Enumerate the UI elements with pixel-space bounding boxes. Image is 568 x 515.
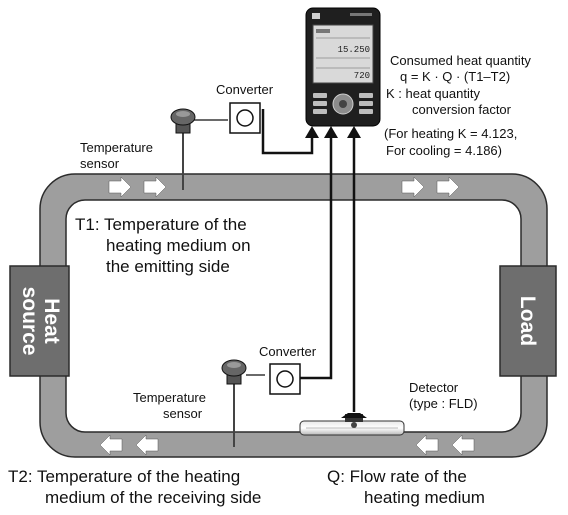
right-arrow-icon: [401, 176, 425, 198]
t2-line1: T2: Temperature of the heating: [8, 467, 240, 486]
sensor-bottom-label-line1: Temperature: [133, 390, 206, 405]
right-arrow-icon: [143, 176, 167, 198]
flow-arrows-top: [108, 176, 460, 198]
t1-line1: T1: Temperature of the: [75, 215, 247, 234]
sensor-top-label-line2: sensor: [80, 156, 120, 171]
converter-bottom-label: Converter: [259, 344, 317, 359]
heat-source-box: Heat source: [9, 265, 70, 377]
detector-label-line1: Detector: [409, 380, 459, 395]
sensor-bottom-label-line2: sensor: [163, 406, 203, 421]
converter-top: Converter: [216, 82, 274, 134]
thermometer-probe-icon: [170, 108, 196, 190]
formula-line3: K : heat quantity: [386, 86, 480, 101]
formula-line1: Consumed heat quantity: [390, 53, 531, 68]
t2-description: T2: Temperature of the heating medium of…: [8, 467, 261, 507]
t1-description: T1: Temperature of the heating medium on…: [75, 215, 251, 276]
q-line1: Q: Flow rate of the: [327, 467, 467, 486]
left-arrow-icon: [415, 434, 439, 456]
q-description: Q: Flow rate of the heating medium: [327, 467, 485, 507]
pipe-loop: [39, 173, 548, 458]
right-arrow-icon: [436, 176, 460, 198]
heat-source-label-line1: Heat: [40, 298, 63, 344]
load-box: Load: [499, 265, 557, 377]
temperature-sensor-top: Temperature sensor: [80, 108, 196, 190]
converter-top-label: Converter: [216, 82, 274, 97]
meter-display-value-1: 15.250: [338, 45, 370, 55]
sensor-top-label-line1: Temperature: [80, 140, 153, 155]
detector-label-line2: (type : FLD): [409, 396, 478, 411]
left-arrow-icon: [99, 434, 123, 456]
signal-cables: [261, 109, 356, 412]
handheld-meter: 15.250 720: [305, 7, 381, 127]
circle-in-square-icon: [269, 363, 301, 395]
formula-line6: For cooling = 4.186): [386, 143, 502, 158]
load-label: Load: [516, 296, 539, 346]
left-arrow-icon: [451, 434, 475, 456]
temperature-sensor-bottom: Temperature sensor: [133, 359, 247, 447]
right-arrow-icon: [108, 176, 132, 198]
heat-source-label-line2: source: [18, 287, 41, 356]
t2-line2: medium of the receiving side: [45, 488, 261, 507]
formula-line2: q = K · Q · (T1–T2): [400, 69, 510, 84]
q-line2: heating medium: [364, 488, 485, 507]
meter-screen: [312, 24, 374, 84]
meter-display-value-2: 720: [354, 71, 370, 81]
circle-in-square-icon: [229, 102, 261, 134]
thermometer-probe-icon: [221, 359, 247, 447]
sensor-leads: [194, 119, 265, 376]
flow-detector: [299, 413, 405, 436]
meter-logo-icon: [312, 13, 320, 19]
converter-bottom: Converter: [259, 344, 317, 395]
detector-head-icon: [341, 413, 367, 428]
t1-line2: heating medium on: [106, 236, 251, 255]
flow-arrows-bottom: [99, 434, 475, 456]
meter-dpad: [332, 93, 354, 115]
formula-line5: (For heating K = 4.123,: [384, 126, 517, 141]
t1-line3: the emitting side: [106, 257, 230, 276]
formula-line4: conversion factor: [412, 102, 512, 117]
cable-arrowheads: [305, 126, 361, 138]
left-arrow-icon: [135, 434, 159, 456]
formula-block: Consumed heat quantity q = K · Q · (T1–T…: [384, 53, 531, 158]
